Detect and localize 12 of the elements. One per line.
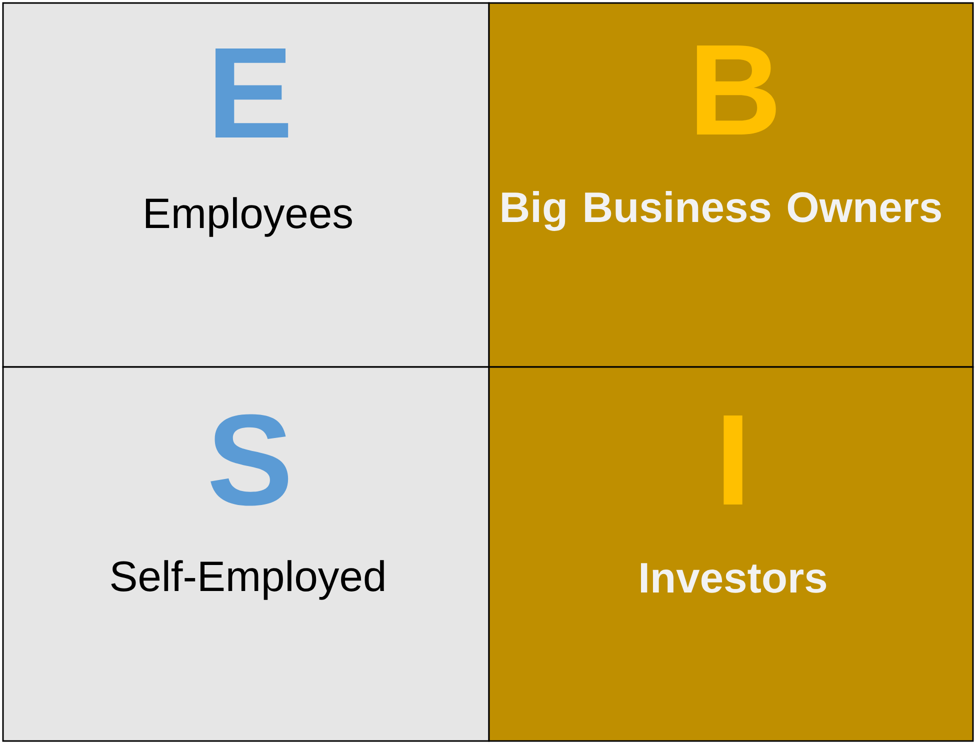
quadrant-box [488, 366, 974, 742]
quadrant-label: Investors [641, 563, 826, 593]
quadrant-label: Big Business Owners [502, 191, 941, 231]
large-letter: E [216, 48, 288, 138]
quadrant-label: Employees [146, 197, 352, 237]
large-letter: I [724, 416, 742, 504]
large-letter: B [696, 46, 776, 134]
quadrant-box [488, 2, 974, 368]
quadrant-label: Self-Employed [111, 560, 384, 600]
large-letter: S [210, 414, 288, 506]
quadrant-box [2, 2, 490, 368]
quadrant-box [2, 366, 490, 742]
